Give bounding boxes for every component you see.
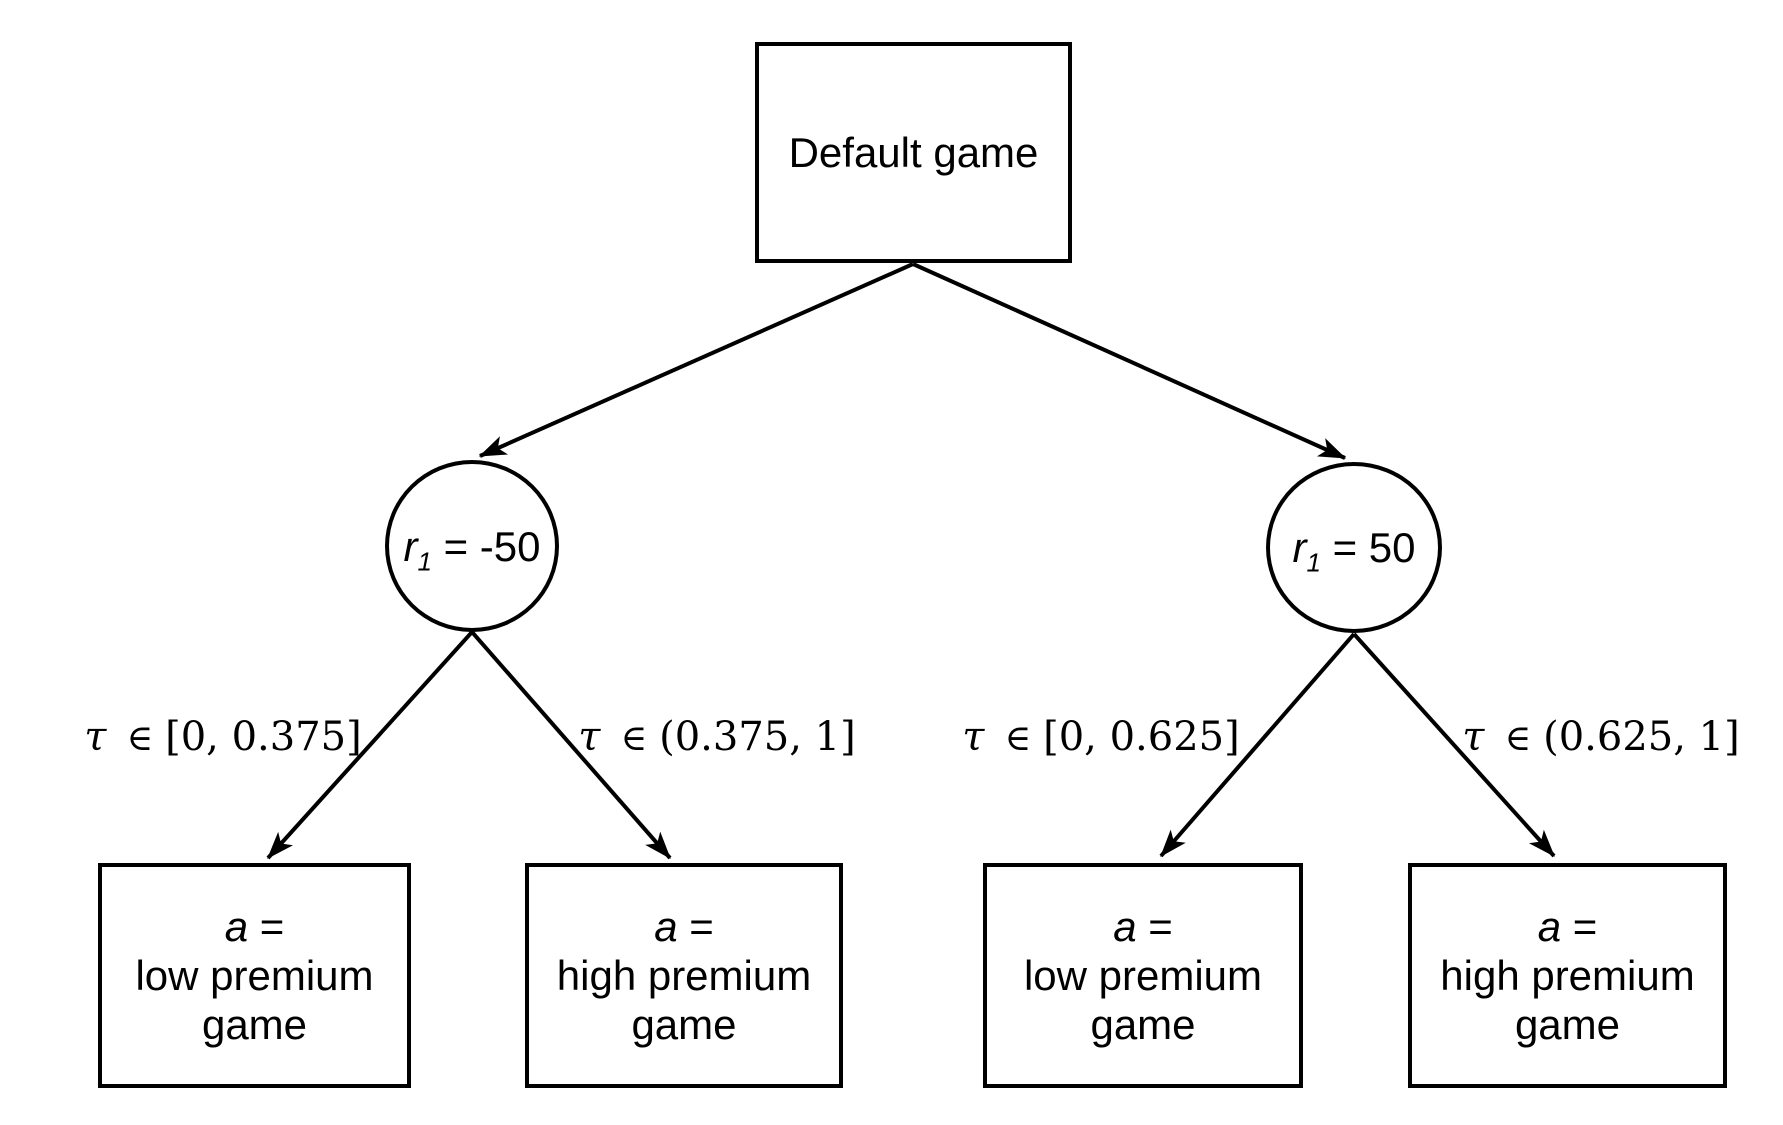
edge-label-tau-0-0625: τ ∈ [0, 0.625] — [962, 714, 1239, 760]
action-line3: game — [1090, 1001, 1196, 1048]
edge-rightchance-to-action3 — [1159, 632, 1356, 858]
tau-symbol: τ — [84, 714, 107, 760]
tau-symbol: τ — [1462, 714, 1485, 760]
action-line2: low premium — [1023, 952, 1263, 999]
chance-node-left-label: r1 = -50 — [403, 522, 541, 574]
equals-text: = — [1136, 903, 1173, 950]
tau-symbol: τ — [578, 714, 601, 760]
element-of-symbol: ∈ — [1504, 718, 1532, 759]
action-line2: high premium — [556, 952, 812, 999]
edge-label-tau-0625-1: τ ∈ (0.625, 1] — [1462, 714, 1739, 760]
element-of-symbol: ∈ — [620, 718, 648, 759]
action-line3: game — [631, 1001, 737, 1048]
edge-leftchance-to-action2 — [470, 630, 672, 860]
chance-node-right-label: r1 = 50 — [1292, 523, 1416, 575]
root-node-default-game: Default game — [755, 42, 1072, 263]
subscript-1: 1 — [1306, 547, 1321, 578]
variable-a: a — [1113, 903, 1137, 950]
value-text: = -50 — [431, 522, 541, 570]
value-text: = 50 — [1320, 524, 1416, 571]
action-line3: game — [1514, 1001, 1621, 1048]
subscript-1: 1 — [417, 545, 432, 576]
action-node-label: a = low premium game — [1024, 902, 1262, 1049]
action-node-low-premium-left: a = low premium game — [98, 863, 411, 1088]
interval-text: [0, 0.375] — [165, 714, 362, 760]
interval-text: [0, 0.625] — [1043, 714, 1240, 760]
action-node-high-premium-right: a = high premium game — [1408, 863, 1727, 1088]
variable-a: a — [654, 903, 678, 950]
equals-text: = — [248, 903, 285, 950]
equals-text: = — [1561, 903, 1598, 950]
action-line2: high premium — [1440, 952, 1695, 999]
interval-text: (0.625, 1] — [1543, 714, 1740, 760]
edge-rightchance-to-action4 — [1352, 632, 1556, 858]
edge-label-tau-0-0375: τ ∈ [0, 0.375] — [84, 714, 361, 760]
variable-a: a — [1537, 903, 1562, 950]
tau-symbol: τ — [962, 714, 985, 760]
interval-text: (0.375, 1] — [659, 714, 856, 760]
chance-node-r1-pos50: r1 = 50 — [1266, 462, 1442, 633]
equals-text: = — [677, 903, 714, 950]
variable-r: r — [1292, 524, 1307, 571]
action-node-label: a = high premium game — [557, 902, 811, 1049]
action-node-low-premium-right: a = low premium game — [983, 863, 1303, 1088]
edge-root-to-left-chance — [478, 262, 914, 458]
root-node-label: Default game — [788, 129, 1039, 176]
variable-a: a — [224, 903, 249, 950]
action-line2: low premium — [135, 952, 374, 999]
action-node-label: a = low premium game — [135, 902, 373, 1049]
element-of-symbol: ∈ — [126, 718, 154, 759]
chance-node-r1-neg50: r1 = -50 — [385, 460, 559, 632]
edge-label-tau-0375-1: τ ∈ (0.375, 1] — [578, 714, 855, 760]
edge-leftchance-to-action1 — [266, 630, 474, 860]
action-node-high-premium-left: a = high premium game — [525, 863, 843, 1088]
element-of-symbol: ∈ — [1004, 718, 1032, 759]
edge-root-to-right-chance — [912, 262, 1347, 460]
action-line3: game — [201, 1001, 308, 1048]
action-node-label: a = high premium game — [1440, 902, 1694, 1049]
variable-r: r — [403, 522, 418, 570]
